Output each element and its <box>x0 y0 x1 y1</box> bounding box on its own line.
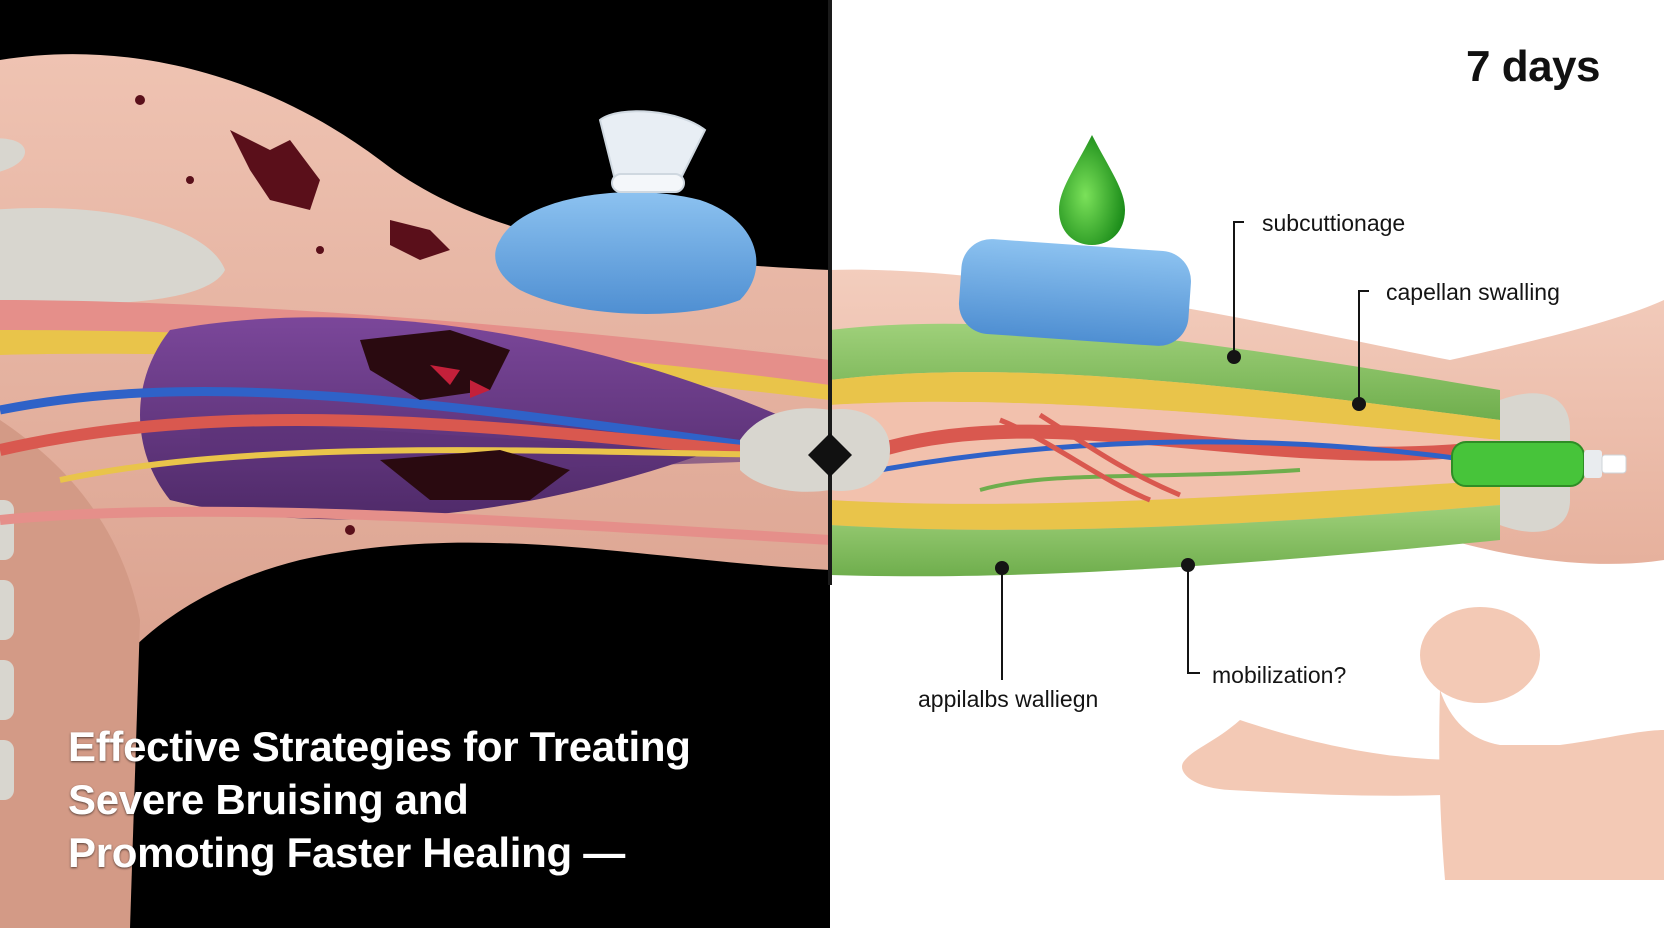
cold-compress-icon <box>958 239 1191 346</box>
right-capillary-b <box>1038 412 1181 498</box>
divider-diamond-icon <box>808 433 852 477</box>
left-vein <box>0 386 781 455</box>
healthy-muscle-lower <box>830 505 1500 577</box>
human-silhouette-icon <box>1182 607 1664 880</box>
bruised-arm <box>0 54 830 928</box>
right-nerve <box>979 468 1301 492</box>
right-artery <box>878 424 1471 461</box>
right-fat-band-lower <box>830 480 1500 530</box>
callout-subcutaneous: subcuttionage <box>1262 210 1406 236</box>
healing-arm <box>830 135 1664 880</box>
title-line-2: Severe Bruising and <box>68 776 469 823</box>
right-fat-band-upper <box>830 372 1500 440</box>
healing-duration-label: 7 days <box>1466 42 1600 91</box>
left-lower-arm <box>0 420 140 928</box>
callout-mobilization: mobilization? <box>1212 662 1347 688</box>
left-joint-connector <box>740 408 830 492</box>
title-line-3: Promoting Faster Healing — <box>68 829 625 876</box>
healthy-muscle-upper <box>830 323 1500 420</box>
callout-marker-dots <box>995 350 1366 575</box>
left-nerve <box>59 447 781 483</box>
skin-bruise-marks <box>135 95 450 535</box>
left-artery <box>0 413 781 461</box>
right-capillary-a <box>999 417 1151 503</box>
left-lower-fascia <box>0 506 830 545</box>
muscle-bleed-marks <box>430 365 490 398</box>
callout-appendix: appilalbs walliegn <box>918 686 1099 712</box>
callout-capillary: capellan swalling <box>1386 279 1560 305</box>
right-vein <box>879 439 1471 473</box>
right-joint-connector <box>830 409 890 491</box>
title-line-1: Effective Strategies for Treating <box>68 723 691 770</box>
article-title: Effective Strategies for Treating Severe… <box>68 720 788 879</box>
panel-divider <box>828 0 832 585</box>
green-drop-icon <box>1059 135 1125 245</box>
callout-leader-lines <box>1001 221 1369 680</box>
gel-tube-icon <box>1451 441 1627 487</box>
ice-pack-icon <box>495 110 757 314</box>
muscle-fiber-shade <box>200 420 790 470</box>
